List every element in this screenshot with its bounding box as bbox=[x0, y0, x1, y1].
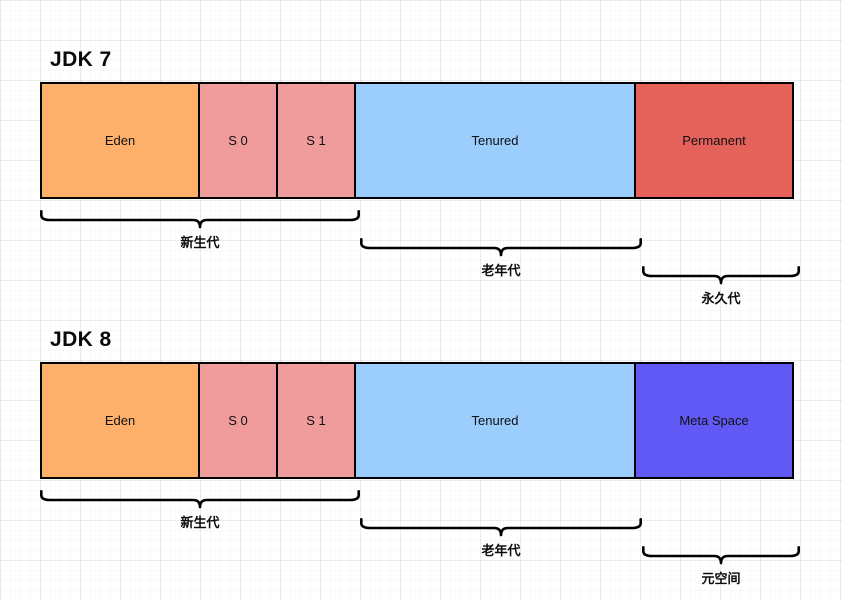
memory-block-eden-jdk8: Eden bbox=[40, 362, 200, 479]
memory-block-label: S 0 bbox=[228, 133, 248, 148]
memory-block-label: Eden bbox=[104, 133, 136, 148]
memory-block-s-1-jdk8: S 1 bbox=[276, 362, 356, 479]
memory-bar-jdk8: Eden S 0 S 1 Tenured Meta Space bbox=[40, 362, 800, 479]
brace-jdk7-0: 新生代 bbox=[40, 210, 360, 250]
brace-label: 老年代 bbox=[481, 543, 521, 558]
brace-jdk8-0: 新生代 bbox=[40, 490, 360, 530]
brace-jdk8-2: 元空间 bbox=[642, 546, 800, 586]
memory-block-s-0-jdk8: S 0 bbox=[198, 362, 278, 479]
section-title-jdk7: JDK 7 bbox=[50, 48, 112, 71]
brace-jdk7-2: 永久代 bbox=[642, 266, 800, 306]
memory-block-s-0-jdk7: S 0 bbox=[198, 82, 278, 199]
memory-block-label: Permanent bbox=[682, 133, 746, 148]
brace-jdk7-1: 老年代 bbox=[360, 238, 642, 278]
memory-block-label: S 1 bbox=[306, 413, 326, 428]
memory-block-label: Meta Space bbox=[679, 413, 749, 428]
memory-block-label: S 0 bbox=[228, 413, 248, 428]
memory-block-meta-space-jdk8: Meta Space bbox=[634, 362, 794, 479]
section-title-jdk8: JDK 8 bbox=[50, 328, 112, 351]
brace-label: 元空间 bbox=[701, 571, 741, 586]
memory-block-tenured-jdk7: Tenured bbox=[354, 82, 636, 199]
brace-label: 新生代 bbox=[180, 515, 220, 530]
memory-block-s-1-jdk7: S 1 bbox=[276, 82, 356, 199]
memory-block-label: Tenured bbox=[471, 133, 519, 148]
memory-block-tenured-jdk8: Tenured bbox=[354, 362, 636, 479]
memory-block-label: S 1 bbox=[306, 133, 326, 148]
memory-block-label: Tenured bbox=[471, 413, 519, 428]
memory-block-eden-jdk7: Eden bbox=[40, 82, 200, 199]
memory-bar-jdk7: Eden S 0 S 1 Tenured Permanent bbox=[40, 82, 800, 199]
memory-block-label: Eden bbox=[104, 413, 136, 428]
brace-label: 新生代 bbox=[180, 235, 220, 250]
brace-jdk8-1: 老年代 bbox=[360, 518, 642, 558]
brace-label: 永久代 bbox=[701, 291, 741, 306]
brace-label: 老年代 bbox=[481, 263, 521, 278]
memory-block-permanent-jdk7: Permanent bbox=[634, 82, 794, 199]
